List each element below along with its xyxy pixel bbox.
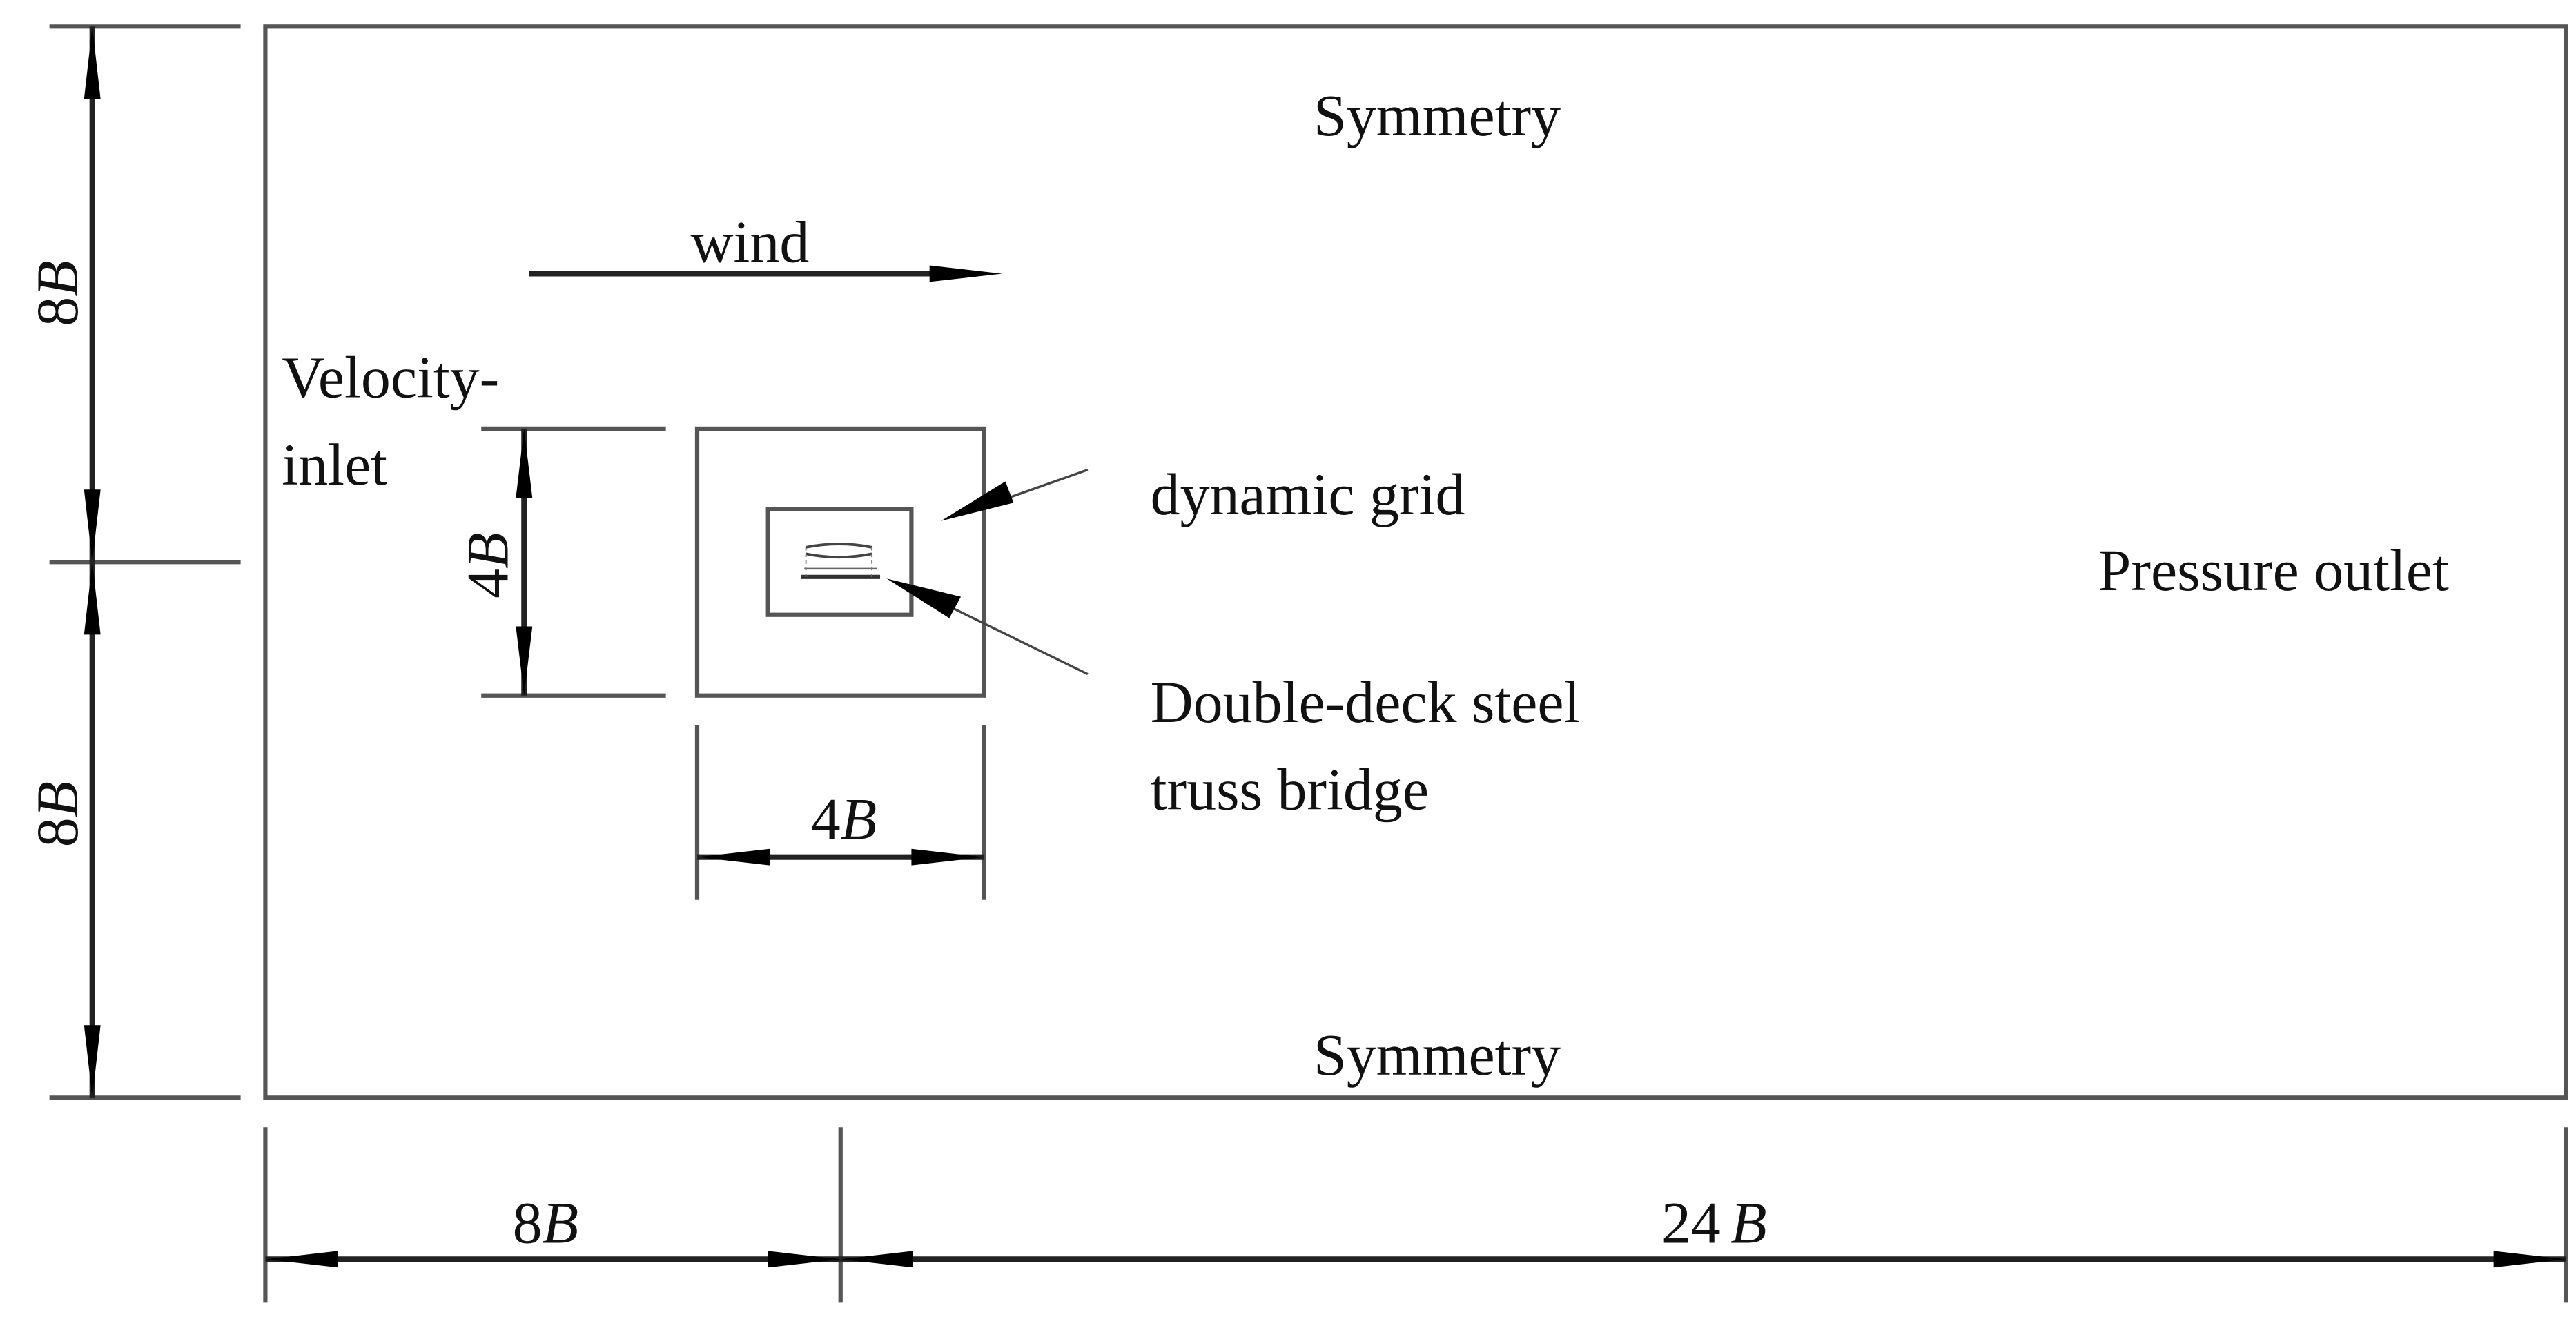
dimension-label-upper-height: 8B [24,260,90,326]
dimension-label-lower-height: 8B [24,781,90,847]
bridge-label-line1: Double-deck steel [1151,669,1581,735]
arrowhead [84,562,101,635]
outlet-label: Pressure outlet [2098,537,2449,603]
arrowhead [84,1025,101,1098]
arrowhead [2493,1251,2566,1268]
arrowhead [911,848,984,866]
wind-arrowhead [929,265,1002,282]
bridge-label: Double-deck steel truss bridge [1151,669,1595,823]
arrowhead [84,489,101,563]
arrowhead [516,626,533,696]
leader-bridge [939,601,1089,676]
dynamic-grid-box [765,507,914,617]
dynamic-grid-label: dynamic grid [1151,461,1465,527]
bridge-section [801,543,881,579]
bottom-boundary-label: Symmetry [1314,1022,1561,1088]
inlet-label-line1: Velocity- [282,344,499,411]
dimension-label-inner-height: 4B [454,532,520,598]
arrowhead [941,481,1014,521]
computational-domain [263,24,2568,1100]
arrowhead [516,428,533,498]
inner-region [694,426,986,698]
arrowhead [697,848,770,866]
inlet-label: Velocity- inlet [282,344,514,498]
arrowhead [886,578,962,618]
dimension-label-inner-width: 4B [811,786,877,852]
arrowhead [84,26,101,99]
arrowhead [265,1251,338,1268]
arrowhead [840,1251,913,1268]
dimension-label-inlet-distance: 8B [513,1189,578,1256]
top-boundary-label: Symmetry [1314,82,1561,148]
inlet-label-line2: inlet [282,431,387,498]
arrowhead [768,1251,841,1268]
bridge-label-line2: truss bridge [1151,756,1429,822]
wind-label: wind [690,209,809,275]
